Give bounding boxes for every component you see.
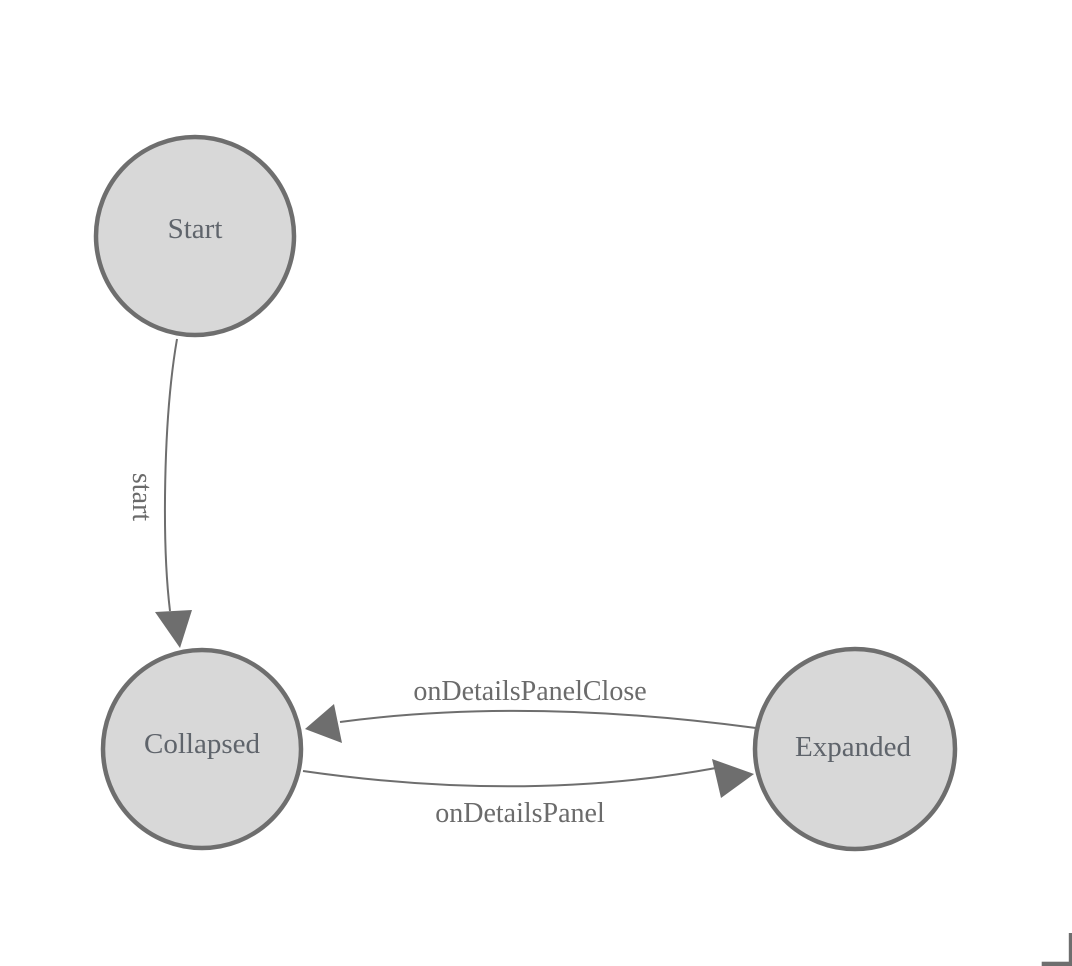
edge-label-ondetailspanel: onDetailsPanel: [435, 798, 605, 829]
node-label-start: Start: [168, 213, 223, 245]
state-node-start-circle[interactable]: [93, 134, 297, 338]
edge-label-start: start: [126, 473, 157, 521]
canvas-corner-mark-horizontal: [1041, 961, 1072, 966]
state-node-expanded-circle[interactable]: [752, 646, 958, 852]
state-node-collapsed-circle[interactable]: [100, 647, 304, 851]
canvas-corner-mark: [1041, 933, 1072, 966]
canvas-corner-mark-vertical: [1068, 933, 1072, 966]
node-label-collapsed: Collapsed: [144, 728, 260, 760]
state-node-start[interactable]: Start: [93, 134, 297, 338]
state-node-expanded[interactable]: Expanded: [752, 646, 958, 852]
arrowhead-expanded-to-collapsed-icon: [305, 704, 342, 743]
edge-collapsed-to-expanded-line: [302, 767, 717, 788]
edge-expanded-to-collapsed: onDetailsPanelClose: [305, 676, 757, 743]
edge-expanded-to-collapsed-line: [339, 709, 757, 729]
edge-label-ondetailspanelclose: onDetailsPanelClose: [413, 676, 646, 707]
arrowhead-collapsed-to-expanded-icon: [712, 759, 754, 798]
arrowhead-start-to-collapsed-icon: [155, 610, 192, 648]
edge-start-to-collapsed: start: [126, 338, 192, 648]
state-node-collapsed[interactable]: Collapsed: [100, 647, 304, 851]
edge-start-to-collapsed-line: [163, 338, 178, 612]
node-label-expanded: Expanded: [795, 731, 911, 763]
edge-collapsed-to-expanded: onDetailsPanel: [302, 759, 754, 829]
